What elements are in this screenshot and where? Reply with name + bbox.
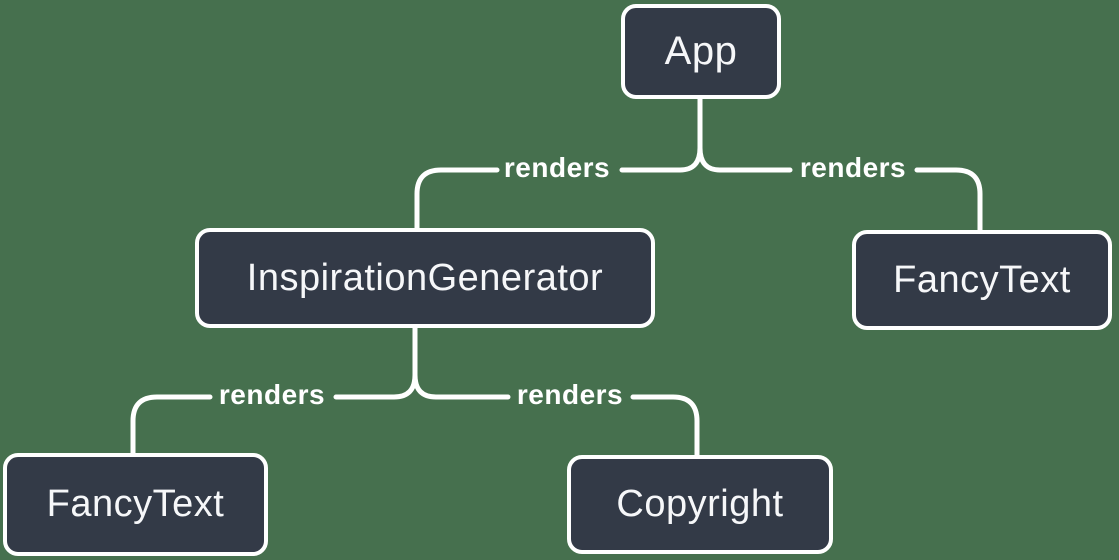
node-app: App (621, 4, 781, 99)
edge-label-renders-app-inspiration: renders (503, 152, 611, 183)
node-fancytext-left: FancyText (3, 453, 268, 556)
node-fancytext-right: FancyText (852, 230, 1112, 330)
edge-app-junction (619, 95, 793, 173)
edge-inspiration-junction (333, 325, 511, 400)
edge-inspiration-to-copyright (630, 394, 700, 458)
edge-label-renders-inspiration-copyright: renders (516, 379, 624, 410)
edge-inspiration-to-fancytext (130, 394, 213, 456)
edge-app-to-inspiration (414, 167, 500, 231)
edge-label-renders-inspiration-fancytext: renders (218, 379, 326, 410)
node-inspiration-generator: InspirationGenerator (195, 228, 655, 328)
edge-app-to-fancytext (914, 167, 983, 233)
node-copyright: Copyright (567, 455, 833, 554)
edge-label-renders-app-fancytext: renders (799, 152, 907, 183)
